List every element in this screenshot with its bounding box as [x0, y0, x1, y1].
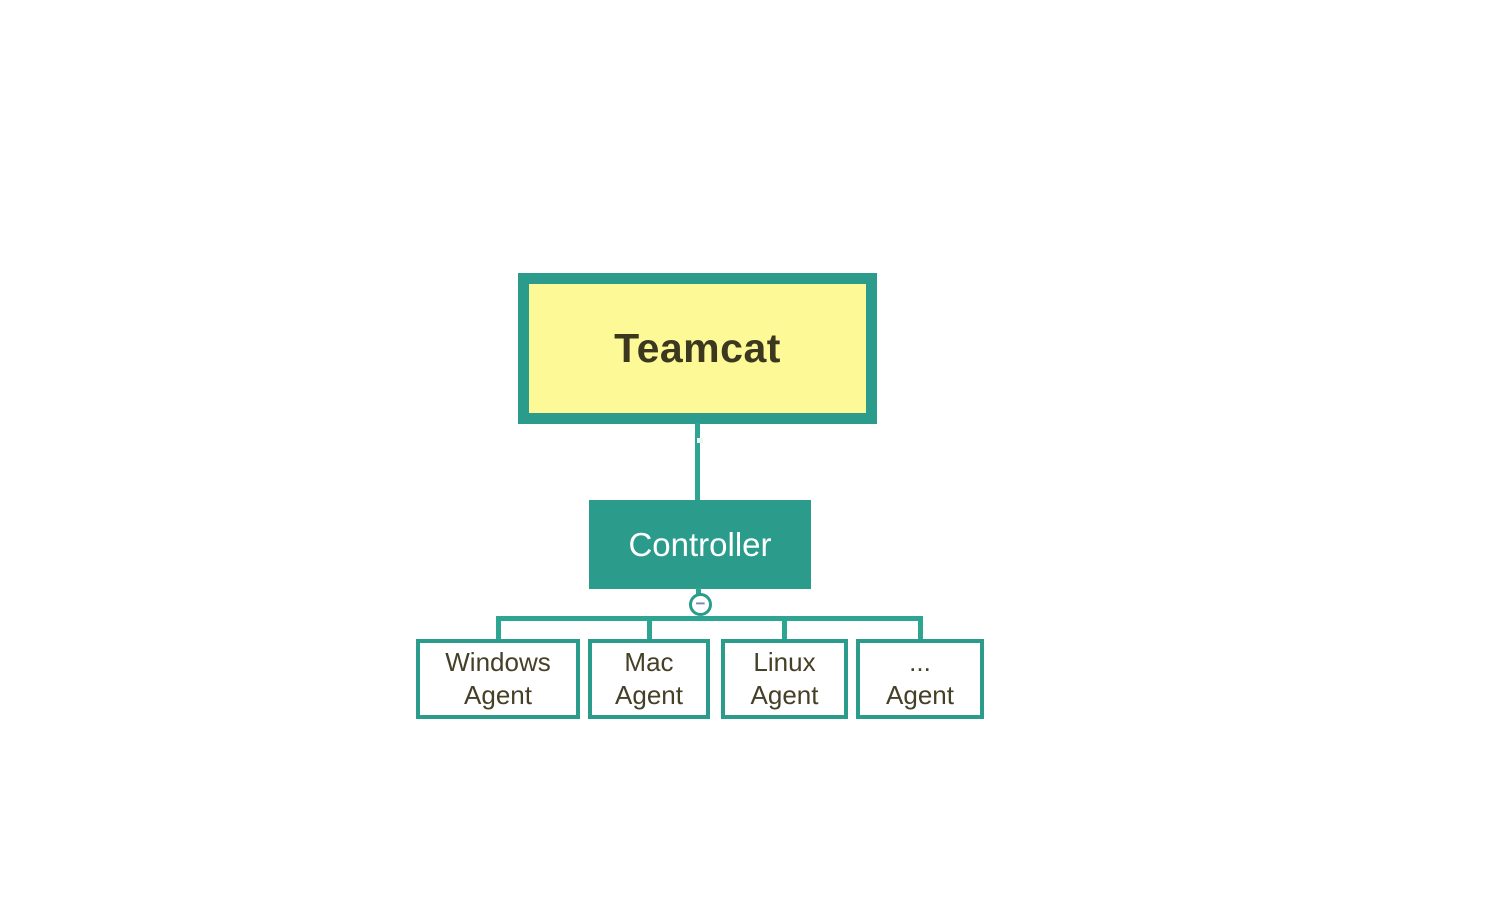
node-mac-agent[interactable]: Mac Agent [588, 639, 710, 719]
node-other-agent[interactable]: ... Agent [856, 639, 984, 719]
node-mac-agent-label: Mac Agent [615, 647, 683, 710]
node-linux-agent-label: Linux Agent [750, 647, 819, 710]
connector-drop-linux-agent [782, 619, 787, 640]
node-windows-agent-label: Windows Agent [445, 647, 551, 710]
connector-horizontal-bar [496, 616, 923, 621]
minus-icon: − [695, 594, 706, 613]
connector-drop-other-agent [918, 619, 923, 640]
collapse-toggle-button[interactable]: − [689, 593, 712, 616]
node-windows-agent[interactable]: Windows Agent [416, 639, 580, 719]
node-teamcat[interactable]: Teamcat [518, 273, 877, 424]
node-controller-label: Controller [628, 525, 772, 563]
node-other-agent-label: ... Agent [886, 647, 954, 710]
node-linux-agent[interactable]: Linux Agent [721, 639, 848, 719]
selection-handle[interactable] [697, 438, 703, 443]
connector-drop-mac-agent [647, 619, 652, 640]
connector-controller-to-toggle [696, 588, 701, 594]
connector-drop-windows-agent [496, 619, 501, 640]
connector-root-to-controller [695, 423, 700, 501]
node-controller[interactable]: Controller [589, 500, 811, 589]
node-teamcat-label: Teamcat [614, 325, 781, 371]
